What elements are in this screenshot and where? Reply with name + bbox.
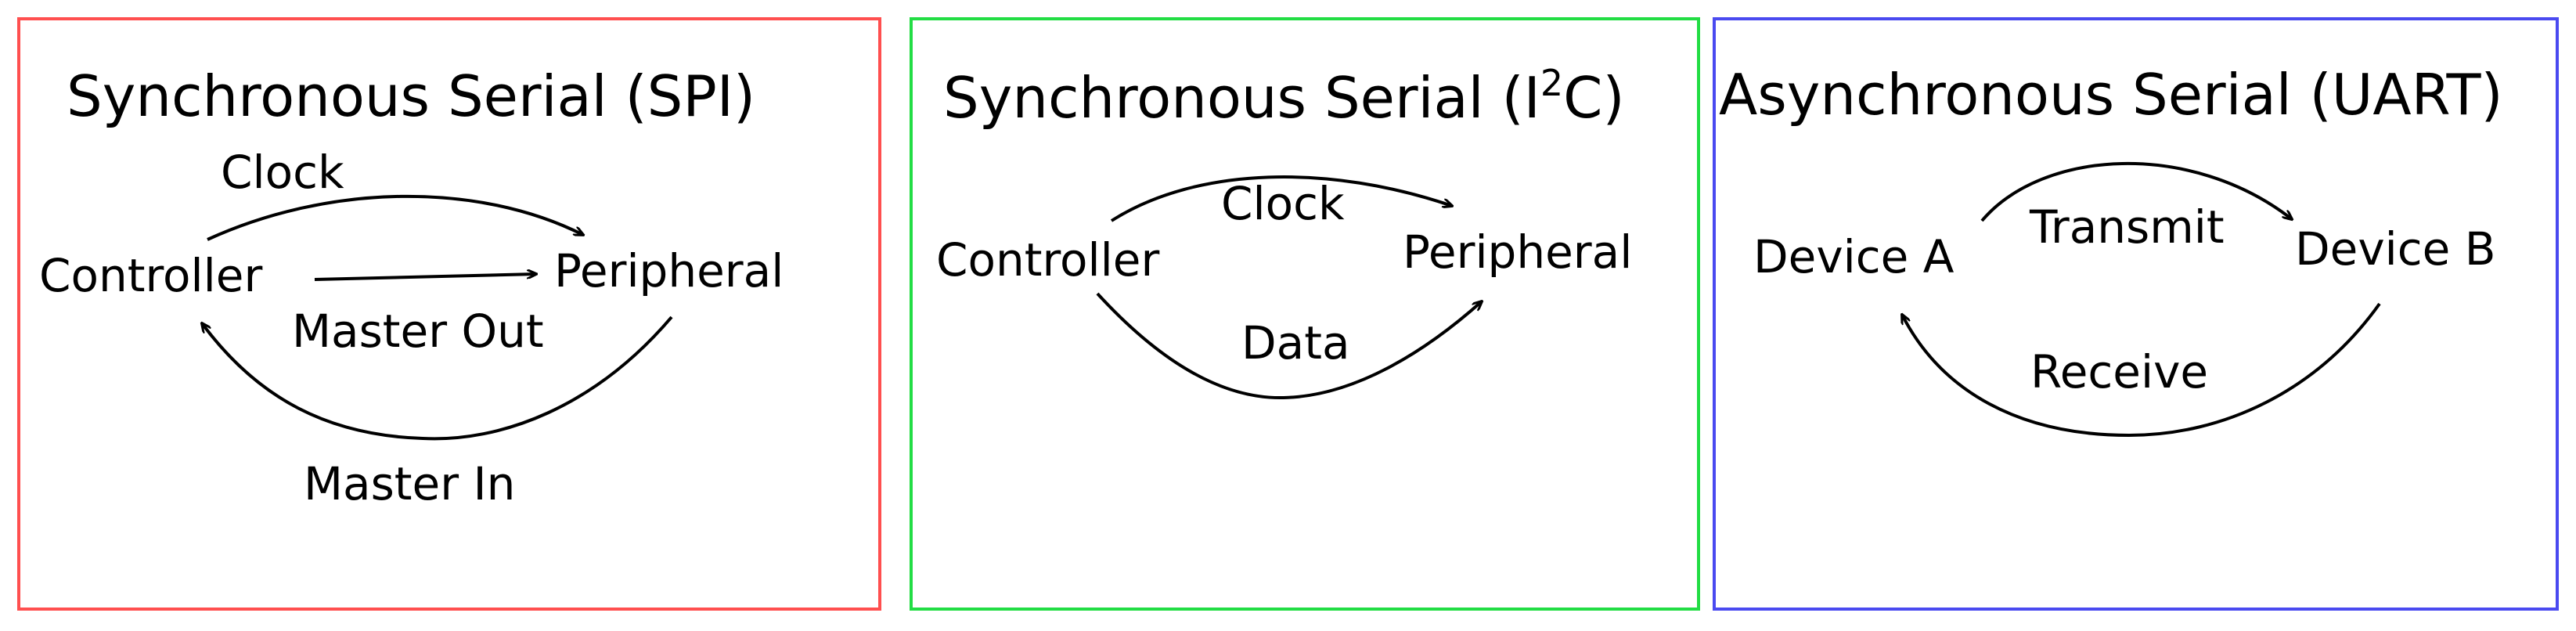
i2c-peripheral-label: Peripheral [1403,225,1632,279]
i2c-data-arrow [1096,292,1482,400]
spi-master-out-label: Master Out [292,305,544,358]
uart-transmit-label: Transmit [2029,200,2225,254]
i2c-title: Synchronous Serial (I2C) [943,62,1625,131]
i2c-panel-border [910,17,1700,611]
i2c-panel: Synchronous Serial (I2C) Controller Peri… [910,17,1700,611]
i2c-title-superscript: 2 [1540,62,1563,104]
uart-title: Asynchronous Serial (UART) [1719,62,2503,128]
spi-panel: Synchronous Serial (SPI) Controller Peri… [17,17,881,611]
i2c-clock-arrow [1110,175,1452,222]
i2c-data-label: Data [1241,316,1350,370]
spi-master-in-label: Master In [304,457,515,510]
spi-clock-arrow [207,194,583,241]
spi-clock-label: Clock [221,146,344,199]
uart-transmit-arrow [1980,162,2292,222]
uart-panel-border [1713,17,2559,611]
uart-receive-label: Receive [2030,345,2208,398]
uart-device-b-label: Device B [2295,222,2496,276]
i2c-clock-label: Clock [1221,177,1345,230]
i2c-title-suffix: C) [1563,65,1624,131]
i2c-title-prefix: Synchronous Serial (I [943,65,1540,131]
spi-master-out-arrow [314,274,536,281]
spi-peripheral-label: Peripheral [554,244,784,297]
spi-panel-border [17,17,881,611]
spi-controller-label: Controller [39,249,262,302]
spi-title: Synchronous Serial (SPI) [67,63,755,129]
i2c-controller-label: Controller [936,233,1159,287]
uart-device-a-label: Device A [1753,230,1955,283]
uart-panel: Asynchronous Serial (UART) Device A Devi… [1713,17,2559,611]
spi-master-in-arrow [202,316,673,441]
uart-receive-arrow [1902,302,2381,438]
